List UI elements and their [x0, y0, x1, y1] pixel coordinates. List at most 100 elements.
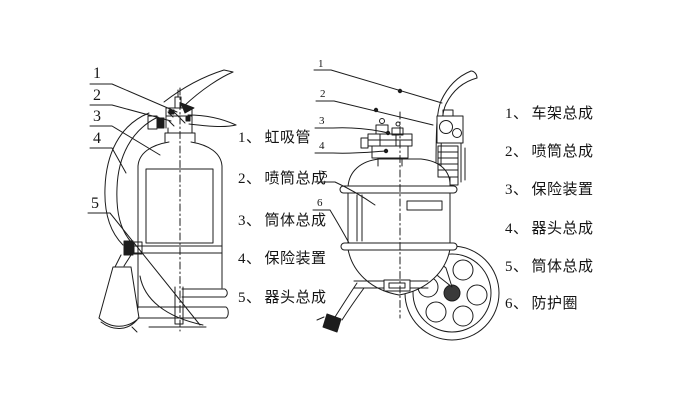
base-assembly	[137, 275, 229, 328]
handle-tip-cap	[470, 70, 478, 79]
leader-dot	[373, 107, 379, 113]
leader-dot	[397, 88, 403, 94]
lever-upper-edge	[187, 114, 237, 126]
legend-label: 防护圈	[531, 296, 579, 312]
discharge-hose	[104, 112, 159, 268]
rail-foot	[449, 176, 459, 186]
gun-hatch-stack	[437, 145, 459, 178]
gun-side-rail	[460, 142, 466, 183]
body-shoulder-left	[137, 141, 170, 309]
spray-gun-holder	[436, 109, 466, 186]
legend-label: 喷筒总成	[531, 144, 594, 160]
valve-arrow-mark	[180, 102, 195, 114]
callout-number: 3	[93, 108, 101, 125]
callout-number: 3	[319, 115, 325, 127]
carry-handle-upper-edge	[163, 69, 234, 103]
callout-4-leader	[89, 147, 127, 174]
portable-extinguisher-figure	[87, 69, 237, 333]
right-legend-item-2: 2、喷筒总成	[505, 140, 594, 161]
legend-number: 2、	[238, 171, 262, 187]
elbow-collar	[157, 117, 165, 129]
legend-number: 5、	[505, 259, 529, 275]
callout-1-leader	[313, 69, 443, 104]
callout-6-leader	[312, 209, 350, 244]
handle-inner-edge	[435, 70, 472, 171]
legend-number: 1、	[238, 130, 262, 146]
valve-top-knob	[375, 124, 389, 135]
callout-number: 2	[93, 87, 101, 104]
callout-4-leader	[314, 150, 387, 154]
neck-ring	[167, 127, 193, 134]
horn-nozzle	[98, 266, 140, 333]
leg-foot-tick	[316, 316, 325, 321]
valve-hatch-ticks	[167, 111, 186, 127]
axle-assembly	[353, 279, 429, 292]
spoke-hole	[466, 284, 488, 306]
callout-number: 4	[319, 140, 325, 152]
gun-hatch-lines	[437, 151, 459, 171]
axle-bracket	[383, 279, 411, 292]
right-callout-leaders	[312, 69, 443, 244]
legend-number: 5、	[238, 290, 262, 306]
left-legend-item-1: 1、虹吸管	[238, 126, 311, 147]
support-leg	[316, 282, 365, 333]
horn-foot-tick	[131, 326, 138, 333]
valve-pin	[174, 89, 182, 109]
protective-ring-bottom-flange	[340, 242, 458, 251]
callout-5-leader	[87, 212, 201, 326]
legend-label: 车架总成	[531, 106, 594, 122]
spoke-hole	[425, 301, 447, 323]
dished-bottom-curve	[139, 275, 204, 326]
legend-label: 保险装置	[531, 182, 594, 198]
callout-number: 6	[317, 197, 323, 209]
right-legend-item-6: 6、防护圈	[505, 292, 578, 313]
callout-1-leader	[89, 83, 178, 113]
hose-clamp	[123, 240, 134, 256]
tank-bottom-dome	[347, 248, 451, 296]
skirt-panel-seam	[356, 194, 363, 242]
callout-number: 5	[91, 195, 99, 212]
callout-number: 1	[318, 58, 324, 70]
right-legend-item-3: 3、保险装置	[505, 178, 594, 199]
left-legend-item-3: 3、筒体总成	[238, 209, 327, 230]
carry-handle-lower-edge	[183, 71, 234, 107]
valve-left-stub	[360, 137, 369, 149]
left-legend-item-2: 2、喷筒总成	[238, 167, 327, 188]
legend-number: 2、	[505, 144, 529, 160]
wheel-rim	[412, 253, 492, 333]
callout-number: 4	[93, 130, 101, 147]
valve-top-knob	[391, 127, 404, 136]
bottle-neck	[164, 127, 196, 143]
callout-5-leader	[317, 181, 376, 206]
left-callout-leaders	[87, 83, 201, 326]
leg-tube	[334, 282, 365, 321]
wheeled-extinguisher-figure	[312, 69, 500, 341]
legend-number: 3、	[238, 213, 262, 229]
valve-dividers	[367, 133, 413, 147]
legend-number: 4、	[505, 221, 529, 237]
legend-label: 器头总成	[264, 290, 327, 306]
gun-wheel-small	[452, 128, 462, 138]
wheel-hub	[443, 284, 461, 302]
cart-valve-head	[360, 118, 413, 167]
tank-name-plate	[406, 200, 443, 211]
right-legend-item-1: 1、车架总成	[505, 102, 594, 123]
tank-body	[339, 158, 458, 296]
legend-number: 3、	[505, 182, 529, 198]
callout-3-leader	[89, 125, 161, 156]
body-label-plate	[145, 168, 214, 244]
protective-ring-top-flange	[339, 185, 458, 194]
spoke-hole	[452, 305, 474, 327]
axle-bracket-inner	[388, 282, 406, 289]
hose-strap-band	[124, 245, 223, 254]
left-legend-item-5: 5、器头总成	[238, 286, 327, 307]
gun-top-stub	[442, 109, 454, 117]
legend-label: 虹吸管	[264, 130, 312, 146]
spoke-hole	[452, 259, 474, 281]
right-legend-item-4: 4、器头总成	[505, 217, 594, 238]
carry-handle	[163, 69, 234, 107]
hose-inner-wall	[116, 116, 159, 244]
body-shoulder-right	[190, 141, 223, 289]
